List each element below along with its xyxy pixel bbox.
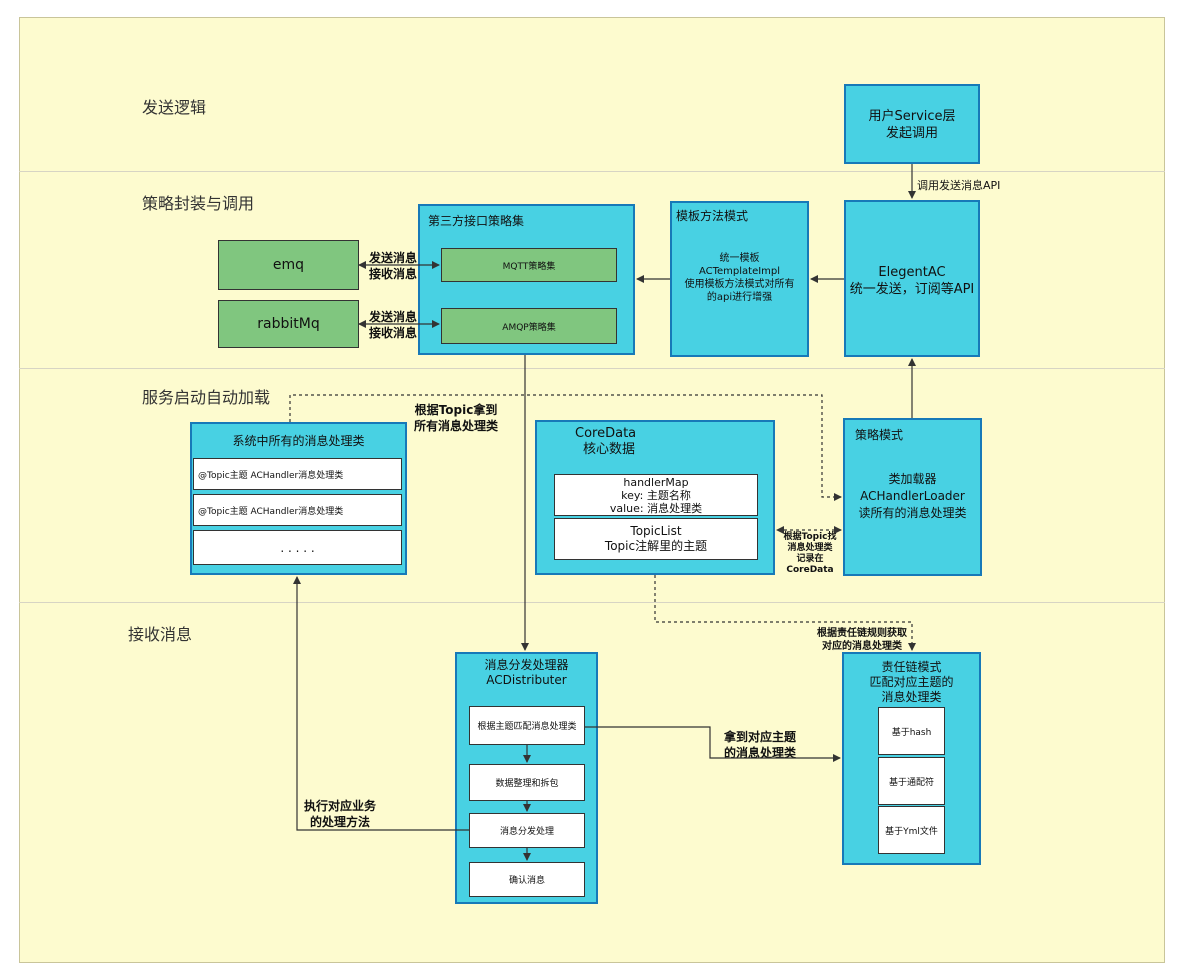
step-unpack: 数据整理和拆包 [469, 764, 585, 801]
record-label-line2: 消息处理类 [787, 543, 833, 553]
template-title: 模板方法模式 [676, 209, 749, 223]
send-recv-1-line2: 接收消息 [368, 267, 417, 281]
section-receive: 接收消息 [128, 625, 193, 644]
send-recv-2-line2: 接收消息 [368, 326, 417, 340]
got-handler-line1: 拿到对应主题 [723, 730, 796, 744]
topic-list-line2: Topic注解里的主题 [604, 539, 708, 553]
section-send-logic: 发送逻辑 [142, 98, 207, 117]
chain-title3: 消息处理类 [881, 690, 942, 704]
handler-map-box: handlerMap key: 主题名称 value: 消息处理类 [554, 474, 758, 516]
strategy-mode-title: 策略模式 [855, 428, 904, 442]
topic-fetch-line1: 根据Topic拿到 [414, 403, 498, 417]
third-party-title: 第三方接口策略集 [428, 214, 525, 228]
strategy-mode-line1: 类加载器 [888, 472, 937, 486]
handler-map-line1: handlerMap [623, 475, 689, 489]
amqp-strategy: AMQP策略集 [441, 308, 617, 344]
chain-fetch-line2: 对应的消息处理类 [822, 641, 902, 652]
mqtt-strategy: MQTT策略集 [441, 248, 617, 282]
elegent-line2: 统一发送，订阅等API [849, 282, 975, 297]
strategy-mode-line3: 读所有的消息处理类 [858, 506, 967, 520]
chain-item-wildcard: 基于通配符 [878, 757, 945, 805]
distributer-title2: ACDistributer [486, 673, 567, 687]
topic-fetch-line2: 所有消息处理类 [413, 419, 498, 433]
chain-title2: 匹配对应主题的 [869, 675, 954, 689]
arrow-handlers-to-loader [289, 394, 842, 501]
strategy-mode-line2: ACHandlerLoader [860, 489, 965, 503]
coredata-title2: 核心数据 [583, 442, 636, 457]
user-service-line1: 用户Service层 [868, 109, 956, 124]
chain-item-yml: 基于Yml文件 [878, 806, 945, 854]
arrow-coredata-to-chain [654, 575, 916, 651]
coredata-title1: CoreData [575, 426, 637, 441]
elegent-ac-box: ElegentAC 统一发送，订阅等API [844, 200, 980, 357]
rabbitmq-box: rabbitMq [218, 300, 359, 348]
got-handler-label: 拿到对应主题 的消息处理类 [718, 729, 802, 761]
record-label-line1: 根据Topic找 [783, 532, 837, 542]
all-handlers-title: 系统中所有的消息处理类 [232, 434, 365, 448]
template-line1: 统一模板 [719, 253, 760, 264]
exec-handler-label: 执行对应业务 的处理方法 [295, 798, 385, 830]
emq-box: emq [218, 240, 359, 290]
distributer-title1: 消息分发处理器 [484, 658, 569, 672]
call-api-label: 调用发送消息API [917, 179, 1001, 192]
section-autoload: 服务启动自动加载 [142, 388, 271, 407]
handler-map-line2: key: 主题名称 [621, 488, 691, 502]
arrow-match-to-chain [585, 726, 841, 762]
chain-fetch-label: 根据责任链规则获取 对应的消息处理类 [806, 627, 918, 653]
section-divider [19, 602, 1165, 603]
template-line2: ACTemplateImpl [698, 266, 781, 277]
step-match-handler: 根据主题匹配消息处理类 [469, 706, 585, 745]
step-dispatch: 消息分发处理 [469, 813, 585, 848]
topic-list-box: TopicList Topic注解里的主题 [554, 518, 758, 560]
elegent-line1: ElegentAC [878, 265, 946, 280]
strategy-mode-box: 策略模式 类加载器 ACHandlerLoader 读所有的消息处理类 [843, 418, 982, 576]
template-line3: 使用模板方法模式对所有 [684, 279, 795, 290]
section-strategy: 策略封装与调用 [142, 194, 255, 213]
handler-item-2: @Topic主题 ACHandler消息处理类 [193, 494, 402, 526]
exec-line2: 的处理方法 [309, 815, 370, 829]
chain-item-hash: 基于hash [878, 707, 945, 755]
topic-list-line1: TopicList [630, 524, 682, 538]
chain-fetch-line1: 根据责任链规则获取 [817, 628, 907, 639]
exec-line1: 执行对应业务 [303, 799, 376, 813]
template-line4: 的api进行增强 [706, 292, 773, 303]
section-divider [19, 171, 1165, 172]
arrow-dispatch-to-handlers [293, 576, 469, 831]
handler-item-1: @Topic主题 ACHandler消息处理类 [193, 458, 402, 490]
chain-title1: 责任链模式 [881, 660, 942, 674]
record-label-line3: 记录在CoreData [786, 554, 834, 575]
handler-map-line3: value: 消息处理类 [609, 501, 703, 515]
got-handler-line2: 的消息处理类 [723, 746, 796, 760]
record-coredata-label: 根据Topic找 消息处理类 记录在CoreData [777, 532, 843, 576]
topic-fetch-label: 根据Topic拿到 所有消息处理类 [408, 402, 504, 434]
step-ack: 确认消息 [469, 862, 585, 897]
section-divider [19, 368, 1165, 369]
user-service-line2: 发起调用 [885, 126, 938, 141]
user-service-box: 用户Service层 发起调用 [844, 84, 980, 164]
template-method-box: 模板方法模式 统一模板 ACTemplateImpl 使用模板方法模式对所有 的… [670, 201, 809, 357]
handler-item-more: . . . . . [193, 530, 402, 565]
